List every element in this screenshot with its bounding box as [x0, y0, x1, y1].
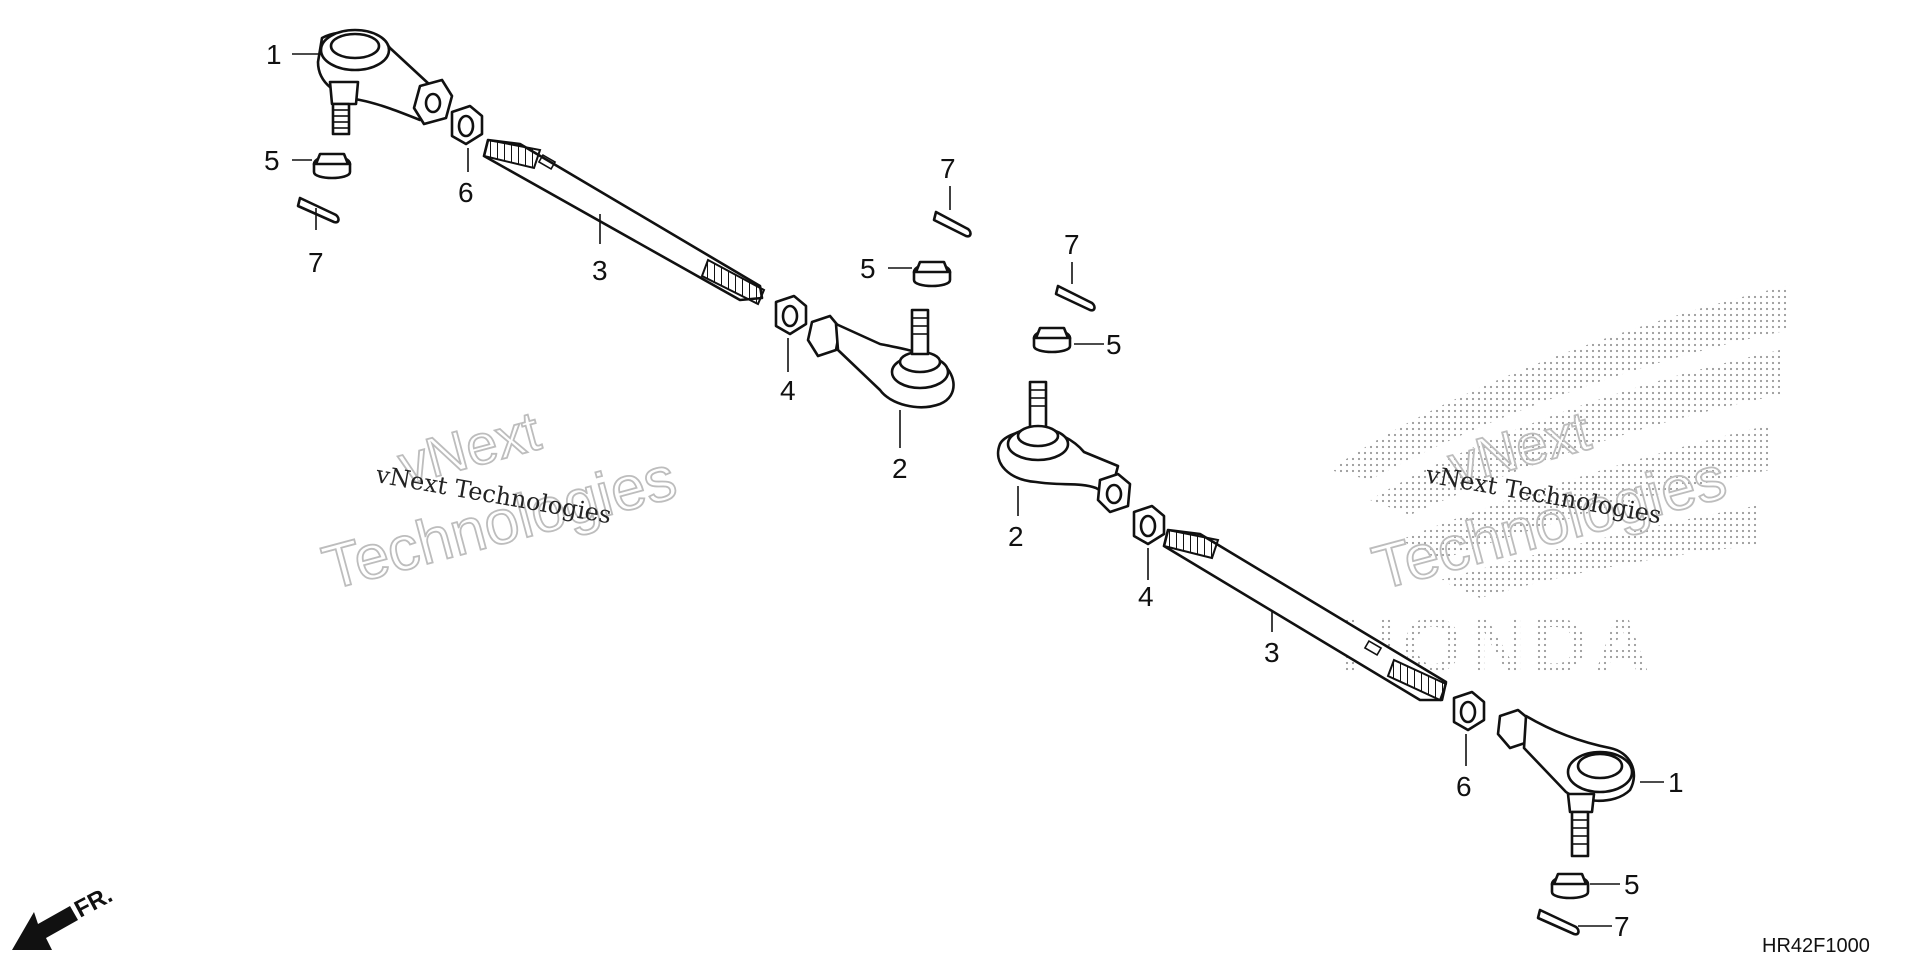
- callout-7: 7: [308, 247, 324, 278]
- front-label: FR.: [70, 881, 117, 923]
- leader-lines: [292, 53, 1664, 927]
- arrow-down-left-icon: [12, 906, 78, 950]
- callout-3: 3: [592, 255, 608, 286]
- lock-nut-left: [450, 104, 484, 146]
- callout-5: 5: [1106, 329, 1122, 360]
- tie-rod-end-inner-right: [996, 380, 1132, 514]
- callout-4: 4: [1138, 581, 1154, 612]
- castle-nut-right-bottom: [1550, 872, 1590, 900]
- cotter-pin-right-bottom: [1536, 908, 1580, 936]
- callout-1: 1: [1668, 767, 1684, 798]
- jam-nut-left: [774, 294, 808, 336]
- tie-rod-end-right: [1496, 708, 1636, 858]
- honda-wing-logo: HONDA: [1330, 285, 1790, 689]
- callout-3: 3: [1264, 637, 1280, 668]
- callout-2: 2: [892, 453, 908, 484]
- cotter-pin-left-mid: [932, 210, 972, 238]
- callout-5: 5: [264, 145, 280, 176]
- callout-5: 5: [1624, 869, 1640, 900]
- tie-rod-end-left: [316, 28, 454, 136]
- jam-nut-right: [1132, 504, 1166, 546]
- cotter-pin-left-top: [296, 196, 340, 224]
- tie-rod-left: [482, 138, 766, 306]
- callout-4: 4: [780, 375, 796, 406]
- callout-1: 1: [266, 39, 282, 70]
- callout-6: 6: [1456, 771, 1472, 802]
- callout-7: 7: [1614, 911, 1630, 942]
- watermark-left: vNext Technologies vNext Technologies: [315, 398, 684, 605]
- callout-2: 2: [1008, 521, 1024, 552]
- cotter-pin-right-mid: [1054, 284, 1096, 312]
- lock-nut-right: [1452, 690, 1486, 732]
- castle-nut-left-top: [312, 152, 352, 180]
- castle-nut-left-mid: [912, 260, 952, 288]
- callout-5: 5: [860, 253, 876, 284]
- callout-7: 7: [1064, 229, 1080, 260]
- callout-6: 6: [458, 177, 474, 208]
- front-direction-indicator: FR.: [12, 881, 117, 950]
- tie-rod-end-inner-left: [806, 308, 955, 409]
- callout-7: 7: [940, 153, 956, 184]
- tie-rod-right: [1162, 528, 1448, 702]
- castle-nut-right-mid: [1032, 326, 1072, 354]
- drawing-code: HR42F1000: [1762, 935, 1870, 957]
- callouts: 1 5 7 6 3 7 5 4 2 7 5 2 4 3 6 1 5 7: [264, 39, 1684, 942]
